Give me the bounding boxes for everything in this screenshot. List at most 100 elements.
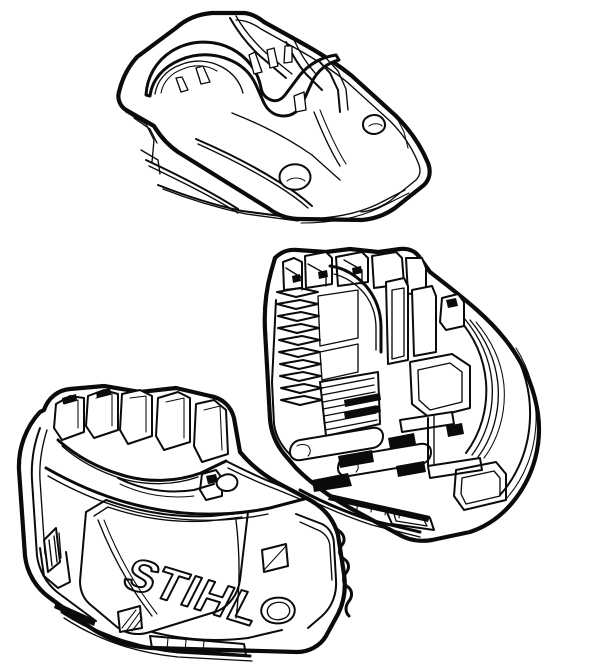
top-cover-right-wall-2	[325, 57, 349, 111]
inner-chassis-hole-1	[292, 274, 301, 283]
top-cover-vent-rib-2	[145, 159, 239, 210]
bottom-housing-square-port-diagonal	[263, 545, 287, 571]
top-cover-boss-center	[278, 163, 312, 191]
inner-chassis-strut-1	[285, 267, 303, 291]
bottom-housing-crease-right	[235, 519, 240, 619]
inner-chassis-right-pocket-inner	[417, 362, 463, 411]
top-cover-crease-diag-b	[313, 111, 341, 167]
inner-chassis-panel-a	[317, 289, 359, 347]
inner-chassis-cavity-shadow-4	[312, 473, 352, 492]
top-cover-back-wall-left	[229, 17, 287, 79]
inner-chassis-cable-routing-channel	[457, 317, 505, 459]
inner-chassis-slot-2	[344, 405, 381, 419]
inner-chassis-divider-wall-2	[411, 285, 437, 357]
bottom-housing-side-slot-frame	[39, 547, 71, 589]
bottom-housing-rib-5	[193, 399, 229, 463]
top-cover-front-lip-right-2	[300, 192, 410, 224]
inner-chassis-divider-wall-inner	[391, 287, 405, 360]
top-cover-boss-center-inner	[286, 177, 306, 182]
bottom-housing-right-flank-2	[299, 521, 333, 581]
top-cover-left-flank	[125, 111, 155, 163]
top-cover-back-wall-left-2	[235, 15, 293, 75]
top-cover-front-lip-upper	[157, 184, 297, 219]
bottom-housing-rib-3-detail	[129, 395, 147, 433]
bottom-housing-interior-rim	[56, 438, 228, 482]
inner-chassis-lower-right-bracket	[453, 461, 507, 511]
bottom-housing-rib-4	[155, 391, 191, 451]
inner-chassis-curved-wall-2	[333, 273, 377, 351]
bottom-housing-crease-left-2	[103, 519, 158, 615]
inner-chassis-right-pocket	[409, 353, 471, 419]
top-cover-boss-right-inner	[368, 123, 383, 127]
inner-chassis-lug-top-right	[439, 293, 465, 331]
inner-chassis-bottom-pocket-1	[385, 509, 435, 531]
inner-chassis-bottom-pocket-1-inner	[393, 513, 428, 527]
bottom-housing-left-inner-contour-2	[39, 429, 48, 555]
top-cover-intake-inner-left	[154, 60, 244, 95]
inner-chassis-top-tab-1	[282, 257, 303, 291]
bottom-housing-opening-arch	[117, 477, 215, 493]
bottom-housing-scalloped-edge	[336, 528, 353, 618]
bottom-housing-top-notch-1	[62, 394, 77, 404]
inner-chassis-hole-3	[352, 266, 362, 275]
top-cover-boss-right	[362, 114, 386, 135]
top-cover-rib-b	[266, 47, 279, 69]
top-cover-inner-rim	[235, 19, 421, 213]
top-cover-edge-shade	[397, 119, 409, 149]
inner-chassis-slot-1	[344, 393, 381, 407]
inner-chassis-bottom-rail	[328, 494, 430, 522]
bottom-housing-front-panel-bevel	[93, 506, 243, 523]
bottom-housing-bottom-tab-strip	[149, 635, 247, 656]
inner-chassis-rib-channel-frame	[319, 371, 381, 437]
top-cover-tab-notch	[293, 91, 307, 113]
inner-chassis-cavity-shadow-3	[396, 461, 426, 477]
bottom-housing-interior-shelf	[225, 460, 301, 495]
inner-chassis-boss-cylinder-1	[289, 426, 384, 462]
bottom-housing-rib-4-detail	[165, 397, 185, 439]
screw-boss-eyelet-hole	[266, 601, 291, 621]
bottom-housing-right-flank	[295, 513, 338, 629]
top-cover-rib-e	[175, 76, 189, 93]
bottom-housing-bottom-face-edge	[151, 629, 283, 641]
bottom-housing-rib-3	[119, 389, 153, 445]
part-inner-chassis	[262, 246, 542, 543]
bottom-housing-bottom-groove	[54, 602, 96, 626]
top-cover-back-wall-mid-2	[293, 39, 316, 74]
inner-chassis-cavity-shadow-2	[388, 433, 416, 449]
top-cover-rib-a	[248, 51, 263, 75]
bottom-housing-rib-5-detail	[203, 405, 223, 451]
inner-chassis-right-wall-2	[505, 347, 537, 500]
inner-chassis-panel-b	[319, 343, 359, 381]
bottom-housing-mid-band-2	[47, 475, 269, 521]
inner-chassis-cavity-shadow-5	[446, 423, 464, 437]
top-cover-crease-diag-b2	[319, 109, 347, 165]
bottom-housing-side-slot-group	[43, 527, 62, 573]
top-cover-vent-rib-1	[195, 138, 313, 207]
part-top-cover	[116, 10, 432, 224]
part-bottom-housing: STIHL	[16, 383, 353, 662]
bottom-housing-top-notch-2	[96, 388, 111, 398]
top-cover-rib-d	[195, 65, 211, 85]
bottom-housing-crease-left	[97, 519, 153, 617]
inner-chassis-hole-2	[318, 270, 328, 279]
bottom-housing-latch-hole	[206, 474, 218, 484]
bottom-housing-rib-1-detail	[63, 399, 79, 429]
inner-chassis-right-wall	[499, 343, 532, 496]
bottom-housing-opening-arch-2	[119, 483, 195, 498]
top-cover-crease-diag-a	[231, 112, 341, 181]
bottom-housing-bottom-lip-2	[63, 617, 253, 662]
inner-chassis-divider-wall	[385, 277, 409, 365]
inner-chassis-cavity-shadow-1	[338, 450, 374, 468]
top-cover-vent-rib-2b	[148, 165, 239, 214]
inner-chassis-boss-cylinder-1-end	[296, 443, 311, 457]
top-cover-front-lip-lower	[162, 188, 299, 222]
top-cover-right-wall	[317, 59, 341, 113]
top-cover-rib-c	[283, 45, 293, 64]
top-cover-vent-rib-3	[140, 149, 161, 175]
bottom-housing-rib-2	[85, 389, 119, 439]
bottom-housing-left-inner-contour	[30, 427, 97, 622]
inner-chassis-curved-wall	[328, 264, 383, 354]
top-cover-left-flank-2	[133, 117, 158, 144]
